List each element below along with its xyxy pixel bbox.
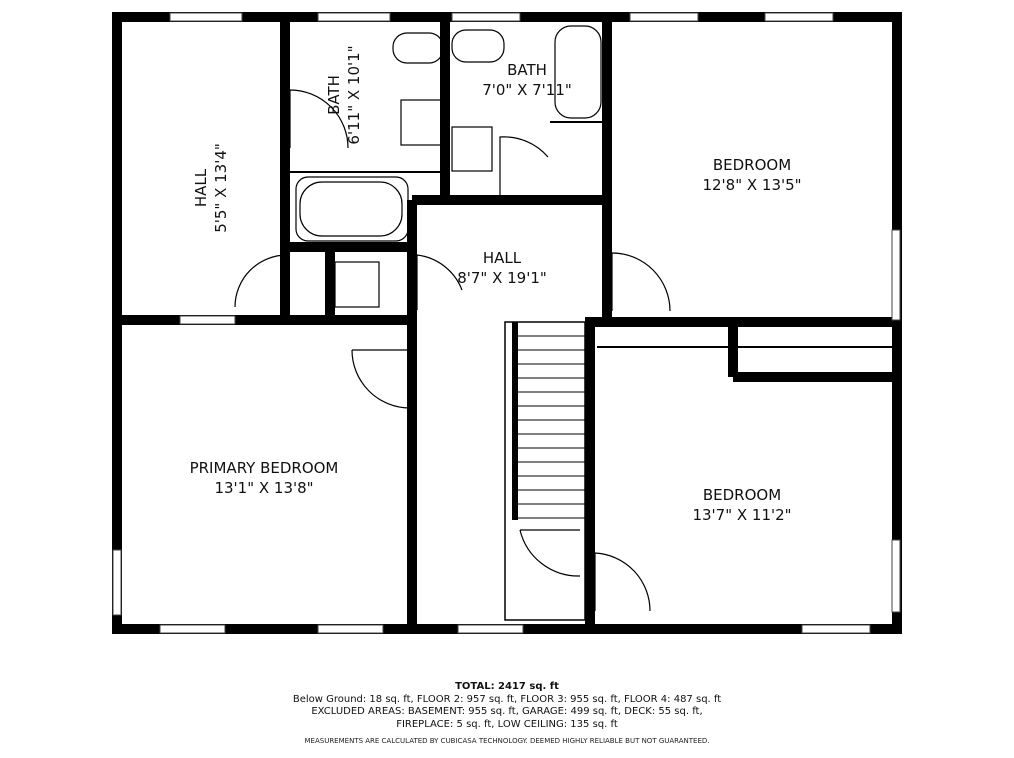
excluded-areas: EXCLUDED AREAS: BASEMENT: 955 sq. ft, GA… <box>311 706 703 717</box>
area-summary: TOTAL: 2417 sq. ft Below Ground: 18 sq. … <box>0 681 1014 731</box>
doors <box>234 89 671 612</box>
windows <box>112 12 901 634</box>
stair-treads <box>515 335 585 519</box>
fixtures <box>295 25 602 308</box>
disclaimer: MEASUREMENTS ARE CALCULATED BY CUBICASA … <box>304 737 710 745</box>
stairs <box>504 321 586 621</box>
floor-areas: Below Ground: 18 sq. ft, FLOOR 2: 957 sq… <box>292 693 722 705</box>
thin-walls <box>290 121 892 348</box>
excluded-areas-cont: FIREPLACE: 5 sq. ft, LOW CEILING: 135 sq… <box>396 718 618 730</box>
total-area: TOTAL: 2417 sq. ft <box>455 681 559 692</box>
